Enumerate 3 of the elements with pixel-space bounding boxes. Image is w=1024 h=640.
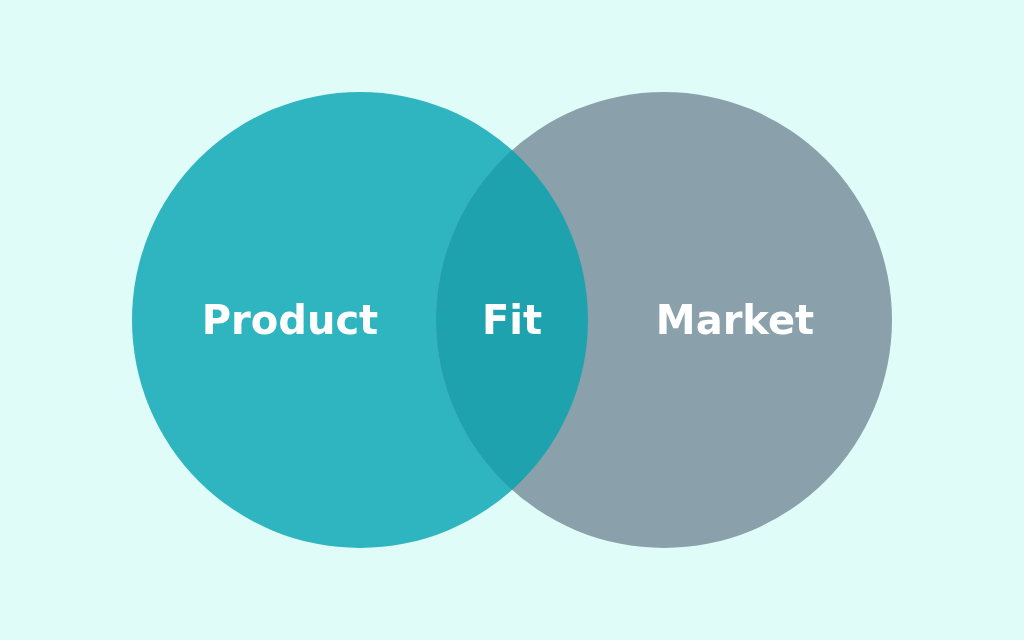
circle-label: Market: [655, 296, 815, 344]
overlap-label: Fit: [481, 296, 543, 344]
circle-label: Product: [201, 296, 379, 344]
